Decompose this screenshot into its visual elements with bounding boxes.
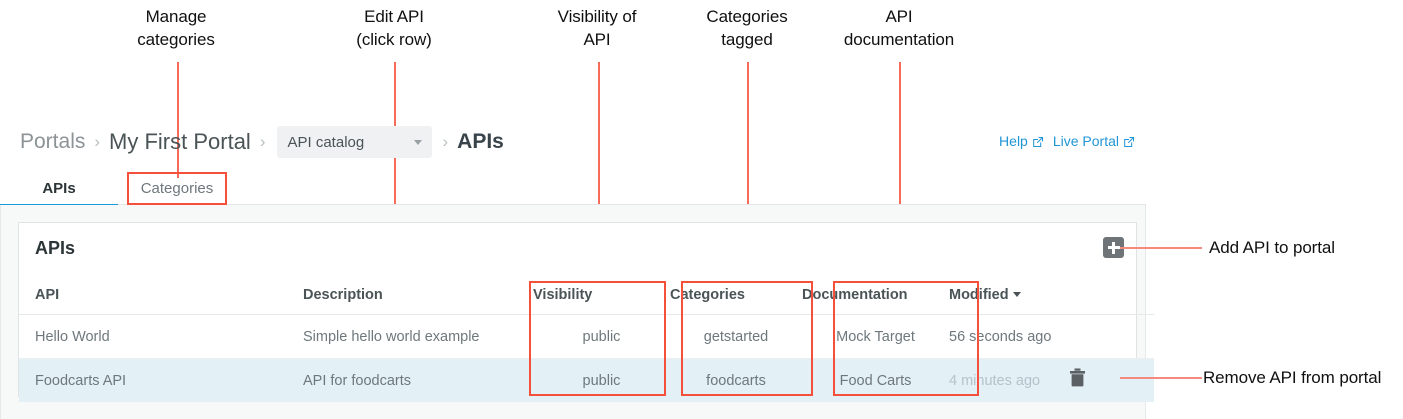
column-header-documentation[interactable]: Documentation bbox=[802, 281, 949, 315]
annotation-add-api: Add API to portal bbox=[1209, 238, 1335, 257]
plus-icon bbox=[1112, 241, 1115, 254]
column-header-modified-label: Modified bbox=[949, 287, 1009, 303]
cell-description: Simple hello world example bbox=[303, 328, 480, 345]
annotation-manage-categories: Manage categories bbox=[137, 7, 215, 49]
tab-categories[interactable]: Categories bbox=[140, 179, 214, 197]
help-link-label: Help bbox=[999, 133, 1028, 149]
table-header-row: API Description Visibility Categories Do… bbox=[19, 281, 1154, 315]
table-row[interactable]: Foodcarts API API for foodcarts public f… bbox=[19, 358, 1154, 402]
breadcrumb: Portals › My First Portal › API catalog … bbox=[20, 126, 504, 158]
external-link-icon bbox=[1032, 135, 1044, 147]
column-header-visibility[interactable]: Visibility bbox=[533, 281, 670, 315]
catalog-select[interactable]: API catalog bbox=[276, 126, 432, 158]
header-links: Help Live Portal bbox=[999, 133, 1135, 149]
cell-api: Foodcarts API bbox=[19, 358, 303, 402]
external-link-icon bbox=[1123, 135, 1135, 147]
breadcrumb-portals[interactable]: Portals bbox=[20, 130, 86, 153]
column-header-categories[interactable]: Categories bbox=[670, 281, 802, 315]
leader-line-visibility bbox=[598, 62, 600, 284]
cell-api: Hello World bbox=[35, 328, 110, 345]
column-header-modified[interactable]: Modified bbox=[949, 281, 1154, 315]
annotation-api-documentation: API documentation bbox=[843, 7, 955, 49]
apis-table: API Description Visibility Categories Do… bbox=[19, 281, 1154, 402]
cell-categories: foodcarts bbox=[670, 358, 802, 402]
cell-categories: getstarted bbox=[703, 328, 769, 345]
column-header-description[interactable]: Description bbox=[303, 281, 533, 315]
catalog-select-value: API catalog bbox=[287, 133, 365, 151]
tab-bar: APIs Categories bbox=[0, 172, 1146, 207]
breadcrumb-my-first-portal[interactable]: My First Portal bbox=[109, 129, 251, 154]
live-portal-link-label: Live Portal bbox=[1052, 133, 1119, 149]
apis-card: APIs API Description Visibility Categori… bbox=[18, 222, 1154, 402]
breadcrumb-current-apis: APIs bbox=[457, 130, 504, 153]
sort-descending-icon bbox=[1012, 292, 1021, 297]
live-portal-link[interactable]: Live Portal bbox=[1053, 133, 1135, 149]
cell-modified: 56 seconds ago bbox=[949, 328, 1052, 345]
cell-documentation: Food Carts bbox=[802, 358, 949, 402]
column-header-api[interactable]: API bbox=[19, 281, 303, 315]
cell-modified: 4 minutes ago bbox=[949, 358, 1154, 402]
cell-visibility: public bbox=[582, 328, 621, 345]
page-title: APIs bbox=[35, 238, 76, 258]
help-link[interactable]: Help bbox=[999, 133, 1044, 149]
table-row[interactable]: Hello World Simple hello world example p… bbox=[19, 315, 1154, 359]
breadcrumb-separator-1: › bbox=[94, 132, 101, 151]
cell-documentation: Mock Target bbox=[836, 328, 915, 345]
breadcrumb-separator-3: › bbox=[442, 132, 449, 151]
leader-line-documentation bbox=[899, 62, 901, 284]
leader-line-add-api bbox=[1120, 247, 1202, 249]
breadcrumb-separator-2: › bbox=[259, 132, 266, 151]
remove-api-button[interactable] bbox=[1069, 368, 1086, 387]
leader-line-manage-categories bbox=[177, 62, 179, 178]
annotation-remove-api: Remove API from portal bbox=[1203, 368, 1382, 387]
add-api-button[interactable] bbox=[1103, 237, 1124, 258]
annotation-categories-tagged: Categories tagged bbox=[706, 7, 788, 49]
cell-visibility: public bbox=[533, 358, 670, 402]
annotation-visibility: Visibility of API bbox=[557, 7, 637, 49]
chevron-down-icon bbox=[413, 139, 422, 145]
annotation-edit-api: Edit API (click row) bbox=[356, 7, 432, 49]
tab-apis[interactable]: APIs bbox=[0, 172, 118, 207]
leader-line-remove-api bbox=[1120, 377, 1202, 379]
cell-description: API for foodcarts bbox=[303, 358, 533, 402]
leader-line-categories bbox=[747, 62, 749, 284]
